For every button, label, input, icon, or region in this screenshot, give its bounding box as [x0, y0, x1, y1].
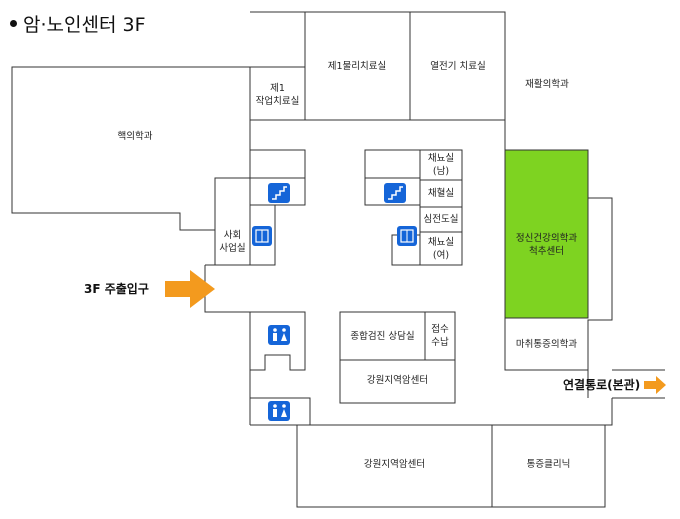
room-pain-clinic: 통증클리닉: [526, 459, 571, 470]
connect-corridor-label: 연결통로(본관): [563, 378, 641, 392]
room-ot1-line2: 작업치료실: [255, 96, 300, 107]
title-text: 암·노인센터 3F: [23, 14, 146, 36]
room-urine-f-line2: (여): [432, 250, 450, 261]
room-cancer-bottom: 강원지역암센터: [363, 459, 426, 470]
room-ecg: 심전도실: [423, 214, 459, 225]
room-psych-line2: 척추센터: [529, 246, 564, 257]
wall-nuclear: [11, 66, 251, 231]
room-social-line1: 사회: [223, 230, 242, 241]
room-blood: 채혈실: [427, 188, 455, 199]
room-psych-line1: 정신건강의학과: [515, 233, 578, 244]
elevator-icon-center: [397, 226, 417, 246]
restroom-icon-lower: [268, 401, 290, 421]
room-nuclear: 핵의학과: [117, 131, 153, 142]
room-urine-m-line2: (남): [432, 166, 450, 177]
room-urine-m-line1: 채뇨실: [427, 153, 455, 164]
restroom-icon-upper: [268, 325, 290, 345]
stairs-icon-center: [384, 183, 406, 203]
room-urine-f-line1: 채뇨실: [427, 237, 455, 248]
main-entrance-label: 3F 주출입구: [84, 282, 149, 296]
wall-left-rooms: [249, 149, 306, 206]
room-cancer-mid: 강원지역암센터: [366, 375, 429, 386]
room-consult: 종합검진 상담실: [350, 331, 415, 342]
room-reception-line1: 접수: [431, 324, 449, 335]
psychiatry-highlight: [504, 149, 589, 319]
connect-arrow: [644, 376, 666, 394]
wall-restrooms: [250, 311, 306, 371]
room-reception-line2: 수납: [431, 337, 449, 348]
wall-outer: [250, 11, 613, 371]
room-anesth: 마취통증의학과: [515, 339, 578, 350]
room-pt1: 제1물리치료실: [327, 61, 387, 72]
wall-consult: [339, 311, 456, 404]
stairs-icon-left: [268, 183, 290, 203]
bullet-icon: [10, 20, 17, 27]
entrance-arrow: [165, 270, 215, 308]
wall-lab: [364, 149, 463, 266]
room-rehab: 재활의학과: [525, 79, 569, 90]
elevator-icon-left: [252, 226, 272, 246]
room-thermo: 열전기 치료실: [430, 61, 486, 72]
room-ot1-line1: 제1: [270, 83, 285, 94]
room-social-line2: 사업실: [219, 243, 246, 254]
page-title: 암·노인센터 3F: [10, 10, 146, 37]
wall-bottom: [296, 398, 613, 508]
